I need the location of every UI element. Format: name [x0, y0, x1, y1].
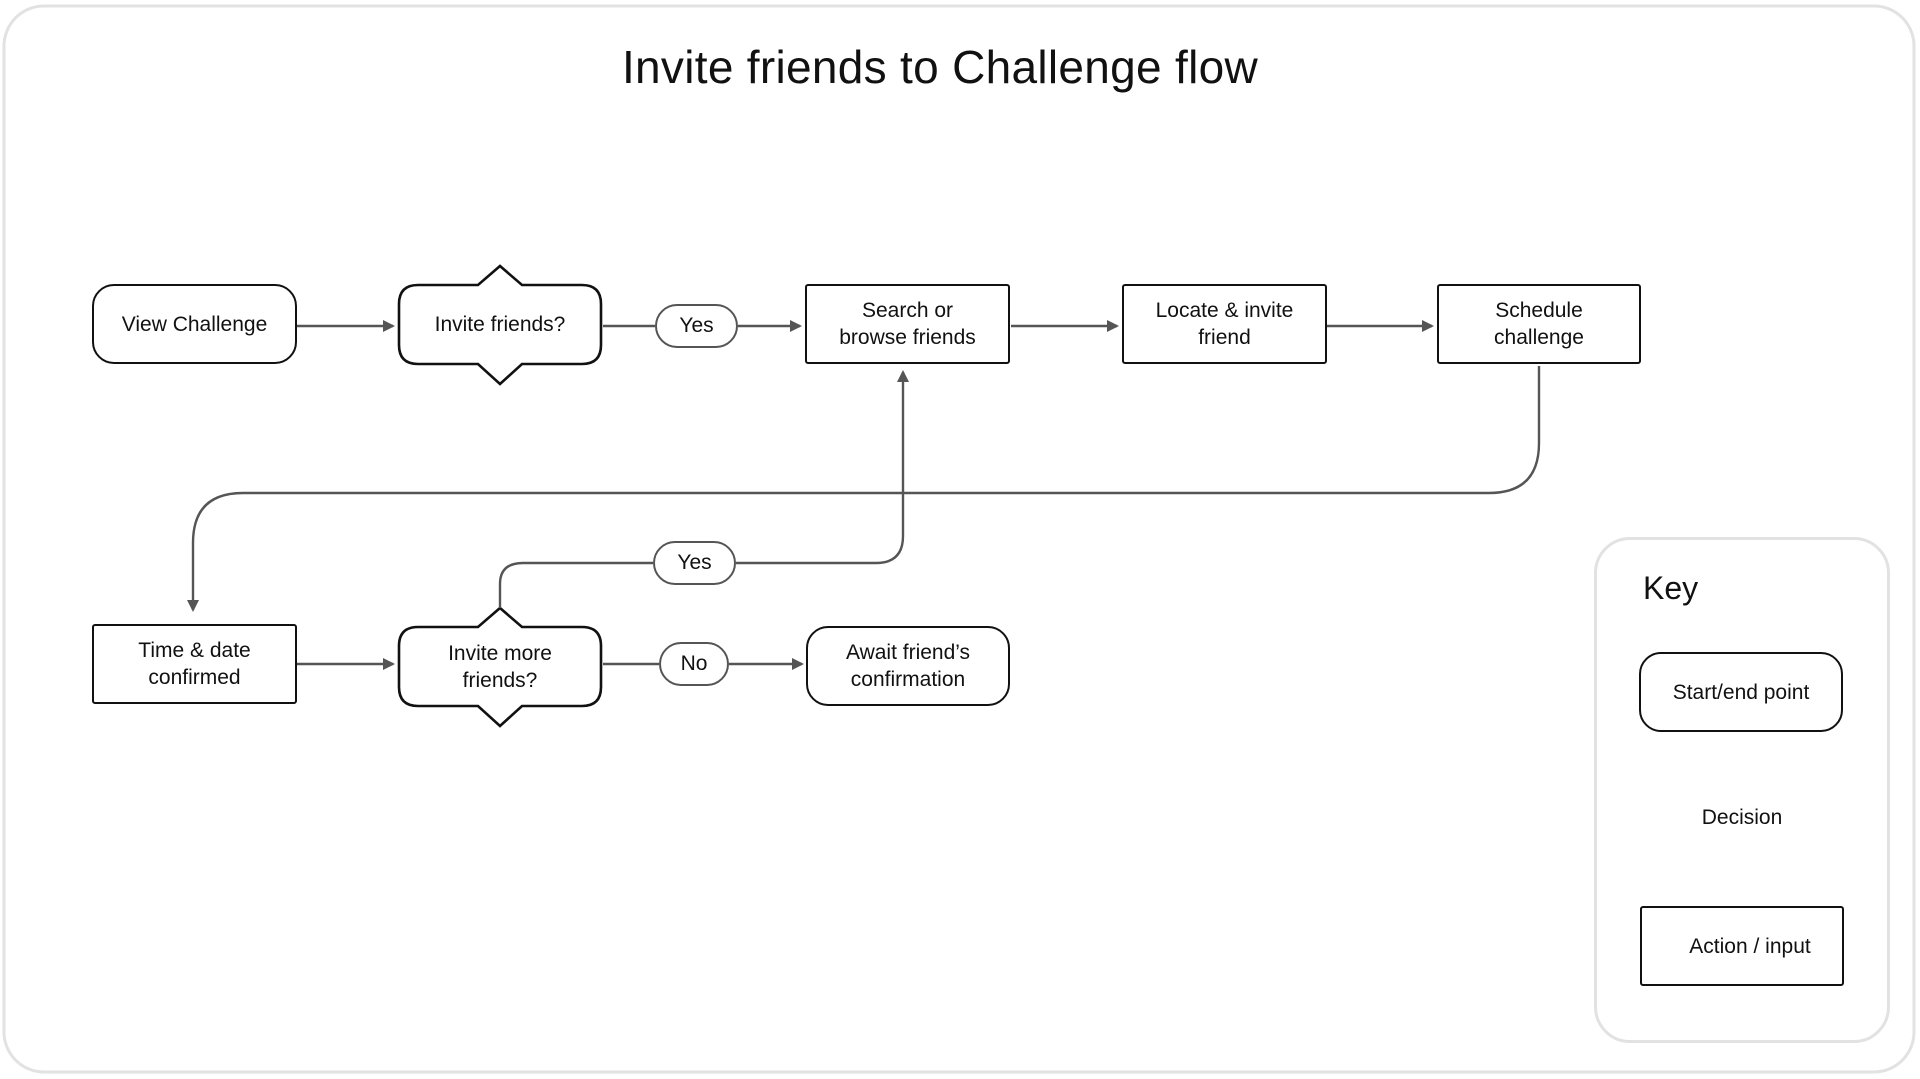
decision-shape-invite-friends — [397, 264, 603, 386]
edge-label-no: No — [659, 642, 729, 686]
key-decision: Decision — [1701, 806, 1783, 829]
edge-label-yes-loop: Yes — [653, 541, 736, 585]
node-await-confirmation: Await friend’s confirmation — [806, 626, 1010, 706]
edge-yes-to-search-loop — [736, 370, 909, 565]
node-invite-more-friends: Invite more friends? — [448, 641, 552, 692]
key-action-input: Action / input — [1640, 906, 1844, 986]
node-search-browse-friends: Search or browse friends — [805, 284, 1010, 364]
node-view-challenge: View Challenge — [92, 284, 297, 364]
edge-schedule-to-time — [187, 366, 1541, 612]
key-start-end-point: Start/end point — [1639, 652, 1843, 732]
node-time-date-confirmed: Time & date confirmed — [92, 624, 297, 704]
decision-shape-invite-more — [397, 606, 603, 728]
page-title: Invite friends to Challenge flow — [621, 41, 1259, 93]
key-title: Key — [1643, 570, 1699, 606]
node-locate-invite-friend: Locate & invite friend — [1122, 284, 1327, 364]
node-schedule-challenge: Schedule challenge — [1437, 284, 1641, 364]
edge-label-yes: Yes — [655, 304, 738, 348]
edge-invite-more-to-yes — [498, 561, 653, 608]
outer-frame — [2, 4, 1916, 1074]
node-invite-friends: Invite friends? — [434, 313, 566, 336]
